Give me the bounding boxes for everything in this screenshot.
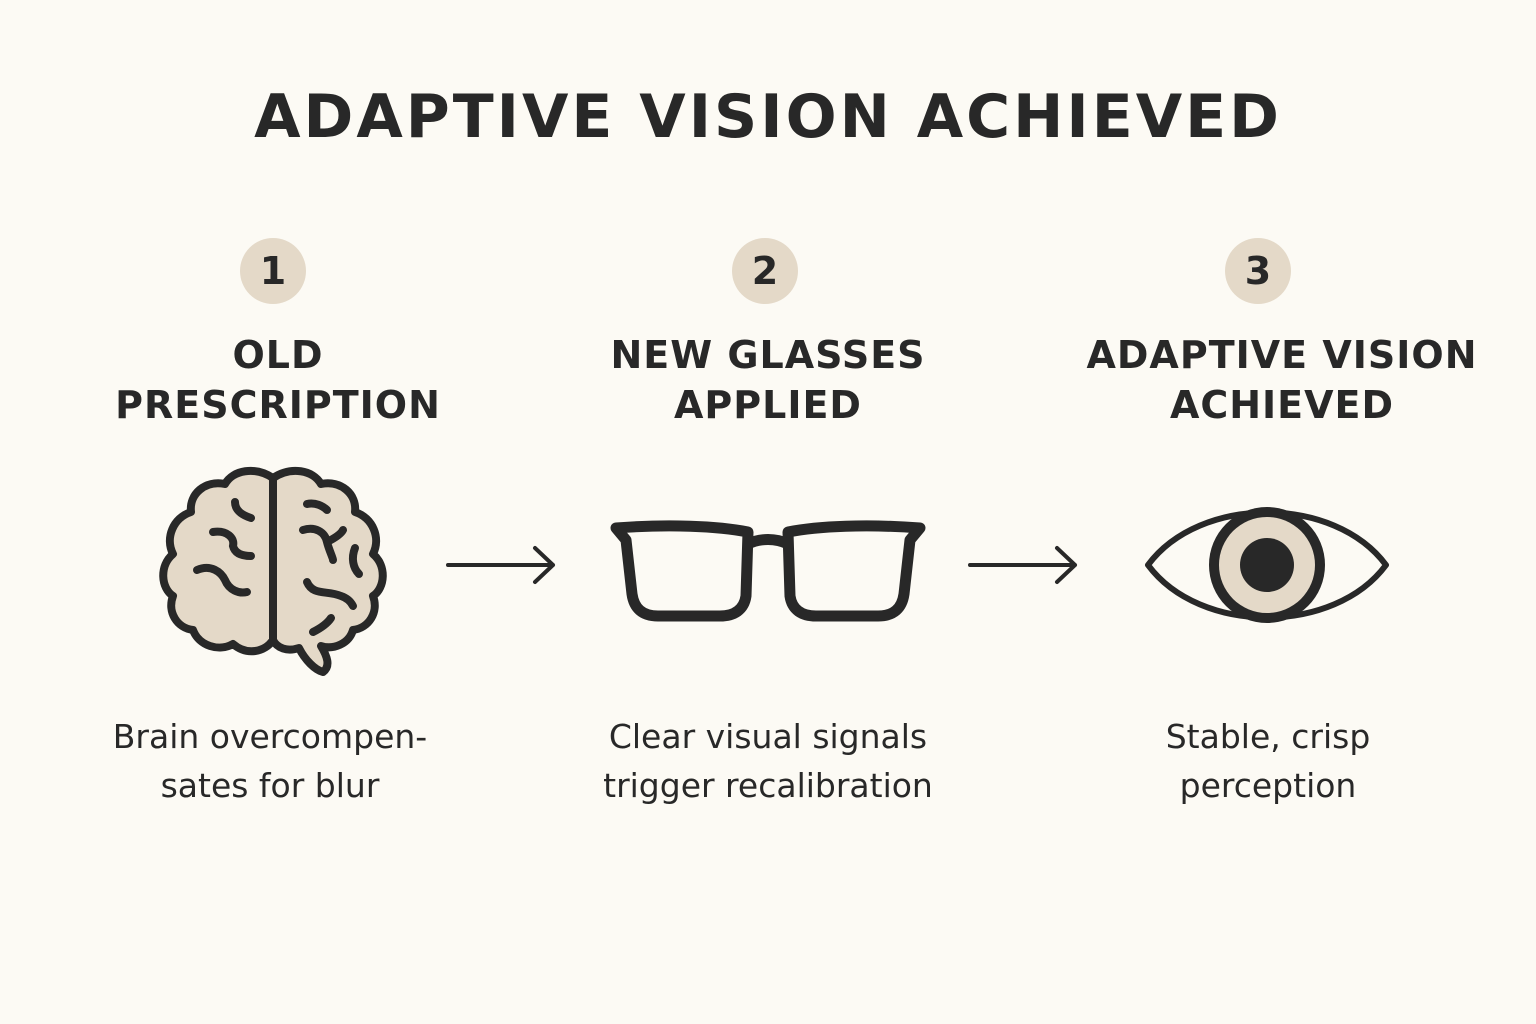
step-number-badge: 3 — [1225, 238, 1291, 304]
step-description: Stable, crisp perception — [1018, 712, 1518, 810]
arrow-right-icon — [446, 546, 555, 584]
desc-line: Stable, crisp — [1165, 717, 1371, 756]
desc-line: trigger recalibration — [603, 766, 933, 805]
brain-icon — [159, 466, 387, 676]
eye-icon — [1145, 507, 1389, 623]
step-description: Clear visual signals trigger recalibratio… — [518, 712, 1018, 810]
heading-line: APPLIED — [674, 383, 862, 427]
desc-line: sates for blur — [160, 766, 380, 805]
step-number-badge: 2 — [732, 238, 798, 304]
page-title: ADAPTIVE VISION ACHIEVED — [254, 82, 1282, 152]
heading-line: NEW GLASSES — [610, 333, 926, 377]
heading-line: ADAPTIVE VISION — [1086, 333, 1478, 377]
step-heading: NEW GLASSES APPLIED — [518, 330, 1018, 430]
step-description: Brain overcompen-sates for blur — [20, 712, 520, 810]
desc-line: Brain overcompen- — [112, 717, 428, 756]
step-heading: ADAPTIVE VISION ACHIEVED — [1032, 330, 1532, 430]
glasses-icon — [610, 520, 926, 622]
step-number-badge: 1 — [240, 238, 306, 304]
desc-line: Clear visual signals — [608, 717, 928, 756]
heading-line: ACHIEVED — [1169, 383, 1395, 427]
heading-line: PRESCRIPTION — [115, 383, 441, 427]
heading-line: OLD — [232, 333, 324, 377]
desc-line: perception — [1179, 766, 1357, 805]
step-heading: OLD PRESCRIPTION — [28, 330, 528, 430]
arrow-right-icon — [968, 546, 1077, 584]
